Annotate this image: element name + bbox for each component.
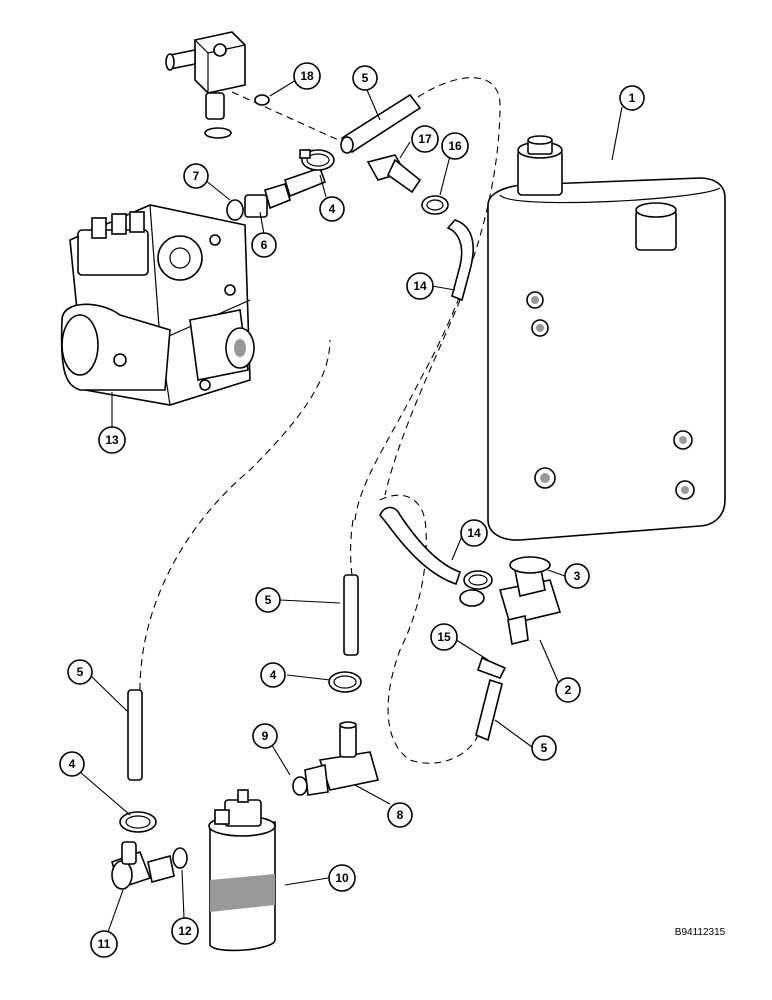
hydraulic-tank xyxy=(487,135,726,541)
callout-5-top: 5 xyxy=(352,65,378,91)
oil-filter-10 xyxy=(208,789,276,952)
svg-text:4: 4 xyxy=(329,202,336,216)
fitting-17 xyxy=(366,154,422,194)
callout-8: 8 xyxy=(387,802,413,828)
svg-text:12: 12 xyxy=(178,924,192,938)
hose-upper-14 xyxy=(446,219,474,302)
svg-text:3: 3 xyxy=(574,569,581,583)
svg-text:18: 18 xyxy=(300,69,314,83)
fitting-6 xyxy=(244,166,327,218)
callout-15: 15 xyxy=(430,623,458,651)
svg-text:5: 5 xyxy=(265,593,272,607)
svg-text:6: 6 xyxy=(261,238,268,252)
svg-text:5: 5 xyxy=(362,71,369,85)
svg-text:14: 14 xyxy=(413,279,427,293)
callout-1: 1 xyxy=(619,85,645,111)
callout-2: 2 xyxy=(555,677,581,703)
svg-text:4: 4 xyxy=(270,668,277,682)
hose-clamp-left xyxy=(119,811,157,833)
o-ring-7 xyxy=(226,199,244,221)
elbow-fitting-8 xyxy=(304,721,380,796)
route-left xyxy=(139,339,331,691)
callout-5-lower-right: 5 xyxy=(531,735,557,761)
hose-clamp-16 xyxy=(421,195,449,215)
svg-text:7: 7 xyxy=(193,169,200,183)
cap-3 xyxy=(509,556,551,574)
top-valve-block xyxy=(165,31,246,139)
route-hose-top xyxy=(354,77,501,521)
route-lower-loop xyxy=(379,494,479,764)
route-hose-mid xyxy=(350,519,354,576)
callout-6: 6 xyxy=(251,232,277,258)
hose-clamp-middle xyxy=(328,671,362,693)
callout-13: 13 xyxy=(98,426,126,454)
svg-text:10: 10 xyxy=(335,871,349,885)
svg-text:1: 1 xyxy=(629,91,636,105)
leader-lines xyxy=(79,79,623,933)
callout-12: 12 xyxy=(171,917,199,945)
svg-text:8: 8 xyxy=(397,808,404,822)
route-valve-to-hose xyxy=(231,91,346,144)
callout-3: 3 xyxy=(564,563,590,589)
callout-14-lower: 14 xyxy=(460,519,488,547)
callout-11: 11 xyxy=(90,930,118,958)
hose-lower-right xyxy=(475,678,503,742)
callout-9: 9 xyxy=(252,723,278,749)
svg-text:9: 9 xyxy=(262,729,269,743)
fitting-15 xyxy=(476,656,507,679)
o-ring-18 xyxy=(254,94,270,106)
hose-clamp-top xyxy=(299,149,335,171)
svg-text:13: 13 xyxy=(105,433,119,447)
hose-lower-14 xyxy=(379,506,462,586)
callout-4-top: 4 xyxy=(319,196,345,222)
hose-clamp-lower xyxy=(459,570,493,607)
callout-18: 18 xyxy=(293,62,321,90)
callout-4-middle: 4 xyxy=(260,662,286,688)
svg-text:17: 17 xyxy=(418,132,432,146)
svg-text:2: 2 xyxy=(565,683,572,697)
callout-14-upper: 14 xyxy=(406,272,434,300)
callout-10: 10 xyxy=(328,864,356,892)
hose-center xyxy=(343,574,359,656)
hydraulic-pump xyxy=(60,204,255,406)
o-ring-9 xyxy=(292,776,308,796)
hose-left xyxy=(127,689,143,781)
callout-4-left: 4 xyxy=(59,751,85,777)
fitting-11 xyxy=(111,841,175,890)
svg-text:15: 15 xyxy=(437,630,451,644)
svg-text:14: 14 xyxy=(467,526,481,540)
svg-text:5: 5 xyxy=(541,741,548,755)
callout-7: 7 xyxy=(183,163,209,189)
hose-routes xyxy=(139,77,501,764)
callout-16: 16 xyxy=(441,132,469,160)
svg-text:5: 5 xyxy=(77,665,84,679)
callout-17: 17 xyxy=(411,125,439,153)
callout-5-center: 5 xyxy=(255,587,281,613)
reference-code: B94112315 xyxy=(675,927,726,938)
svg-text:11: 11 xyxy=(98,937,111,951)
svg-text:16: 16 xyxy=(448,139,462,153)
o-ring-12 xyxy=(172,847,188,869)
svg-text:4: 4 xyxy=(69,757,76,771)
tee-fitting-2 xyxy=(498,564,562,645)
route-tank-return xyxy=(384,299,461,496)
callout-5-left: 5 xyxy=(67,659,93,685)
